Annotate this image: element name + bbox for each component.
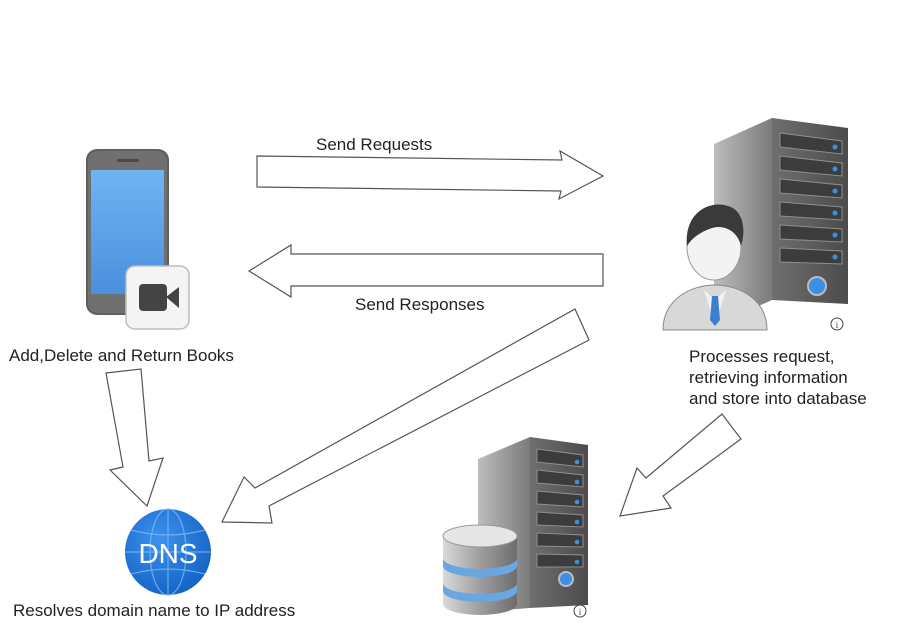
send-requests-label: Send Requests [316, 135, 433, 154]
server-to-database-arrow [619, 413, 742, 517]
arrows [105, 149, 742, 524]
video-camera-icon [125, 265, 190, 330]
server-caption-line-2: retrieving information [689, 368, 848, 387]
server-info-icon: i [830, 317, 844, 331]
client-to-dns-arrow [105, 368, 164, 508]
svg-text:i: i [836, 320, 839, 330]
dns-globe-icon: DNS [125, 508, 211, 596]
server-caption-line-1: Processes request, [689, 347, 835, 366]
server-caption-line-3: and store into database [689, 389, 867, 408]
send-responses-label: Send Responses [355, 295, 485, 314]
send-responses-arrow [247, 243, 604, 299]
server-tower-icon [714, 118, 848, 326]
businessman-icon [662, 204, 768, 331]
database-info-icon: i [573, 604, 587, 618]
database-icon [442, 524, 518, 615]
client-caption: Add,Delete and Return Books [9, 346, 234, 365]
dns-badge-text: DNS [138, 538, 197, 569]
send-requests-arrow [256, 149, 605, 201]
server-to-dns-arrow [221, 308, 590, 524]
svg-text:i: i [579, 607, 582, 617]
dns-caption: Resolves domain name to IP address [13, 601, 296, 620]
